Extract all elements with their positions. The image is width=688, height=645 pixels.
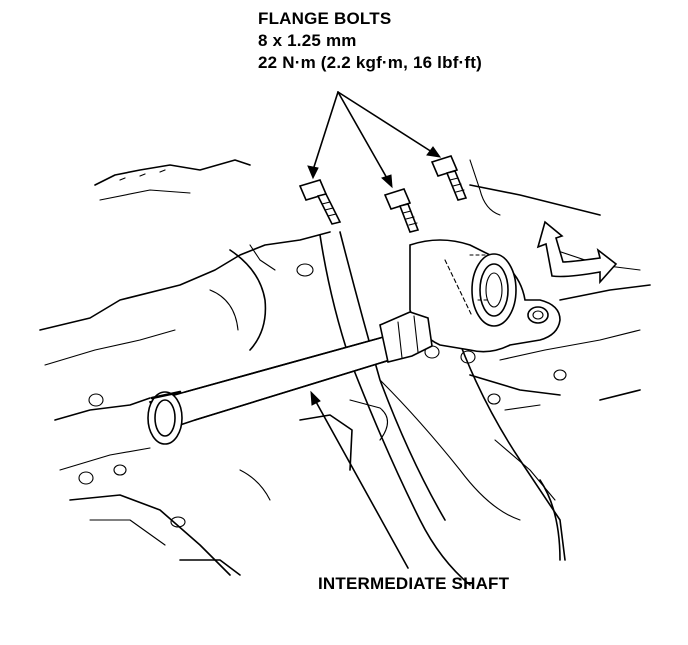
intermediate-shaft-label: INTERMEDIATE SHAFT: [318, 574, 510, 593]
flange-bolts-callout: FLANGE BOLTS 8 x 1.25 mm 22 N·m (2.2 kgf…: [258, 8, 482, 74]
intermediate-shaft: [147, 311, 433, 445]
flange-bolt-left: [298, 179, 342, 225]
shaft-leader-line: [310, 390, 409, 569]
flange-bolts-torque: 22 N·m (2.2 kgf·m, 16 lbf·ft): [258, 53, 482, 72]
engine-block-outline: [39, 159, 651, 586]
bolt-leader-lines: [307, 91, 442, 189]
flange-bolt-right: [430, 155, 468, 201]
direction-arrow-icon: [536, 220, 618, 285]
mounting-bosses: [78, 263, 567, 528]
bearing-support-housing: [409, 239, 561, 353]
flange-bolt-middle: [383, 188, 420, 233]
flange-bolts-title: FLANGE BOLTS: [258, 9, 392, 28]
flange-bolts-size: 8 x 1.25 mm: [258, 31, 357, 50]
